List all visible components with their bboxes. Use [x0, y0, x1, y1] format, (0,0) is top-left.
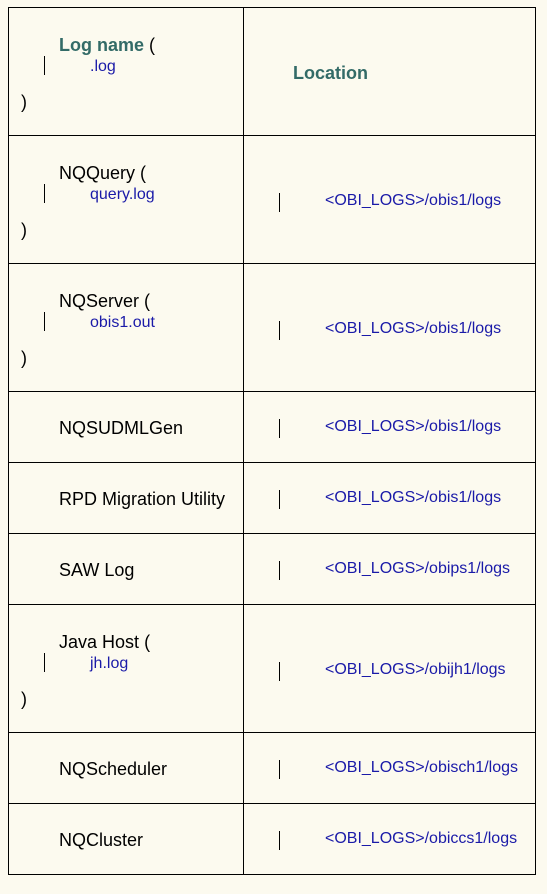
location-cell: <OBI_LOGS>/obis1/logs — [243, 135, 536, 264]
vertical-bar — [44, 56, 45, 75]
header-close-paren: ) — [21, 92, 27, 112]
header-log-name-label: Log name — [59, 35, 145, 55]
log-name-cell: NQCluster — [8, 803, 244, 875]
vertical-bar — [279, 490, 280, 509]
log-name: NQCluster — [59, 830, 144, 850]
log-name: NQQuery ( — [59, 163, 147, 183]
location-cell: <OBI_LOGS>/obis1/logs — [243, 462, 536, 534]
close-paren: ) — [21, 220, 27, 240]
log-location: <OBI_LOGS>/obis1/logs — [325, 418, 502, 435]
location-cell: <OBI_LOGS>/obis1/logs — [243, 391, 536, 463]
log-name-cell: NQSUDMLGen — [8, 391, 244, 463]
log-name-cell: RPD Migration Utility — [8, 462, 244, 534]
close-paren: ) — [21, 689, 27, 709]
log-name-cell: SAW Log — [8, 533, 244, 605]
log-name: SAW Log — [59, 560, 135, 580]
log-location: <OBI_LOGS>/obis1/logs — [325, 192, 502, 209]
log-location: <OBI_LOGS>/obis1/logs — [325, 320, 502, 337]
vertical-bar — [279, 662, 280, 681]
table-header-row: Log name ( .log ) Location — [8, 7, 536, 136]
log-file: jh.log — [90, 655, 129, 672]
header-location-cell: Location — [243, 7, 536, 136]
vertical-bar — [279, 831, 280, 850]
log-name: Java Host ( — [59, 632, 151, 652]
location-cell: <OBI_LOGS>/obijh1/logs — [243, 604, 536, 733]
header-open-paren: ( — [149, 35, 156, 55]
table-row: Java Host ( jh.log ) <OBI_LOGS>/obijh1/l… — [8, 604, 536, 733]
vertical-bar — [279, 321, 280, 340]
log-file: obis1.out — [90, 314, 155, 331]
table-row: NQCluster <OBI_LOGS>/obiccs1/logs — [8, 803, 536, 875]
log-name: NQSUDMLGen — [59, 418, 184, 438]
vertical-bar — [279, 561, 280, 580]
log-name: RPD Migration Utility — [59, 489, 226, 509]
log-name-cell: NQQuery ( query.log ) — [8, 135, 244, 264]
log-location: <OBI_LOGS>/obis1/logs — [325, 489, 502, 506]
vertical-bar — [279, 419, 280, 438]
table-row: SAW Log <OBI_LOGS>/obips1/logs — [8, 533, 536, 605]
table-row: NQSUDMLGen <OBI_LOGS>/obis1/logs — [8, 391, 536, 463]
header-log-ext: .log — [90, 58, 116, 75]
log-name-cell: NQScheduler — [8, 732, 244, 804]
vertical-bar — [279, 193, 280, 212]
header-log-name-cell: Log name ( .log ) — [8, 7, 244, 136]
location-cell: <OBI_LOGS>/obiccs1/logs — [243, 803, 536, 875]
header-log-name: Log name ( — [59, 35, 155, 56]
log-name-cell: Java Host ( jh.log ) — [8, 604, 244, 733]
log-location: <OBI_LOGS>/obisch1/logs — [325, 759, 518, 776]
log-name-cell: NQServer ( obis1.out ) — [8, 263, 244, 392]
table-row: RPD Migration Utility <OBI_LOGS>/obis1/l… — [8, 462, 536, 534]
log-location: <OBI_LOGS>/obips1/logs — [325, 560, 510, 577]
location-cell: <OBI_LOGS>/obips1/logs — [243, 533, 536, 605]
log-locations-table: Log name ( .log ) Location NQQuery ( que… — [8, 7, 536, 875]
log-name: NQScheduler — [59, 759, 168, 779]
header-location-label: Location — [293, 63, 368, 83]
log-file: query.log — [90, 186, 155, 203]
location-cell: <OBI_LOGS>/obis1/logs — [243, 263, 536, 392]
location-cell: <OBI_LOGS>/obisch1/logs — [243, 732, 536, 804]
log-location: <OBI_LOGS>/obiccs1/logs — [325, 830, 518, 847]
log-name: NQServer ( — [59, 291, 151, 311]
table-row: NQQuery ( query.log ) <OBI_LOGS>/obis1/l… — [8, 135, 536, 264]
vertical-bar — [44, 184, 45, 203]
vertical-bar — [44, 312, 45, 331]
log-location: <OBI_LOGS>/obijh1/logs — [325, 661, 506, 678]
table-row: NQScheduler <OBI_LOGS>/obisch1/logs — [8, 732, 536, 804]
vertical-bar — [279, 760, 280, 779]
close-paren: ) — [21, 348, 27, 368]
vertical-bar — [44, 653, 45, 672]
table-row: NQServer ( obis1.out ) <OBI_LOGS>/obis1/… — [8, 263, 536, 392]
